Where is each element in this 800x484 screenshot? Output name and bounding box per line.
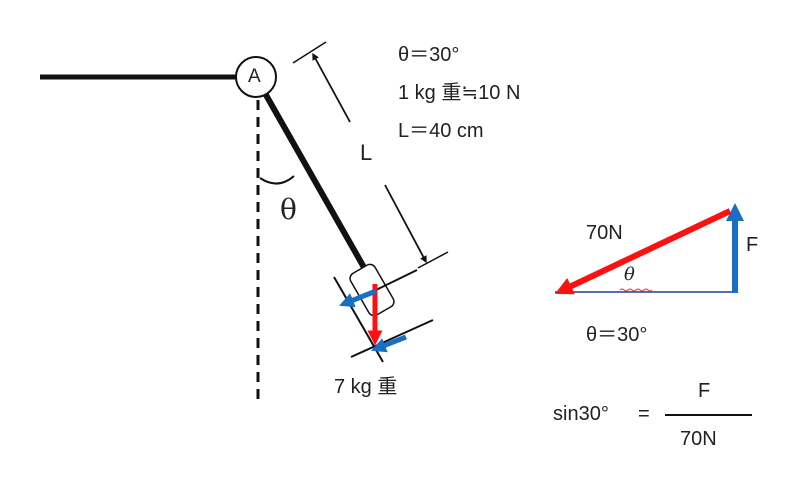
pendulum-rod (263, 93, 373, 280)
equation-equals: = (638, 403, 650, 425)
given-theta: θ＝30° (398, 44, 460, 66)
triangle-angle-label: θ (624, 264, 635, 285)
equation-denominator: 70N (680, 428, 717, 450)
dimension-tick-top (292, 41, 327, 64)
vertical-force-label: F (746, 234, 759, 256)
dimension-tick-bottom (417, 251, 449, 269)
dimension-arrow-up (312, 52, 351, 123)
triangle-angle-value: θ＝30° (586, 324, 648, 346)
angle-arc (259, 175, 295, 185)
equation-numerator: F (698, 380, 711, 402)
given-unit: 1 kg 重≒10 N (398, 82, 521, 104)
angle-label: θ (280, 193, 297, 226)
length-label: L (360, 140, 373, 165)
pivot-label: A (248, 66, 261, 87)
given-length: L＝40 cm (398, 120, 484, 142)
squiggle-underline (619, 288, 653, 292)
hypotenuse-label: 70N (586, 222, 623, 244)
dimension-arrow-down (384, 184, 427, 264)
guide-line-3 (350, 319, 434, 358)
pivot-circle (235, 56, 277, 98)
hypotenuse-force-arrow (554, 208, 732, 295)
guide-line-2 (375, 269, 418, 291)
tangent-force-arrow-1 (339, 288, 377, 308)
weight-label: 7 kg 重 (334, 376, 398, 398)
equation-lhs: sin30° (553, 403, 609, 425)
tangent-force-arrow-2 (371, 334, 407, 353)
